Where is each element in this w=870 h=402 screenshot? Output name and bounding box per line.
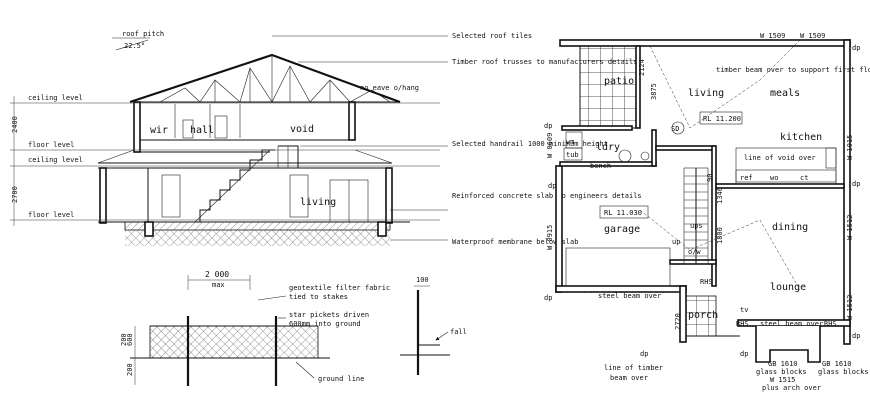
dp-6: dp	[852, 44, 860, 52]
section-callouts: Selected roof tiles Timber roof trusses …	[272, 32, 642, 246]
note-no-eave: no eave o/hang	[360, 84, 419, 92]
fixture-ref: ref	[740, 174, 753, 182]
ground-floor-plan: patio ref wo ct wm tub bench ldry	[544, 32, 870, 392]
dim-1346: 1346	[716, 187, 724, 204]
note-line-timber-1: line of timber	[604, 364, 663, 372]
roof-pitch-tag: roof pitch 22.5°	[112, 30, 164, 51]
fixture-tub: tub	[566, 151, 579, 159]
fence-note-geotextile: geotextile filter fabric	[289, 284, 390, 292]
roof-pitch-value: 22.5°	[124, 42, 145, 50]
fence-note-ground: ground line	[318, 375, 364, 383]
note-timber-beam: timber beam over to support first floor	[716, 66, 870, 74]
note-gb-right-2: glass blocks	[818, 368, 869, 376]
room-label-ldry: ldry	[596, 142, 620, 153]
window-side-w1512a: W 1512	[846, 215, 854, 240]
geotextile-fabric	[149, 325, 319, 359]
level-ceiling-upper: ceiling level	[28, 94, 83, 102]
room-label-patio: patio	[604, 76, 634, 87]
fence-dim-600: 600	[126, 333, 134, 346]
note-line-void: line of void over	[744, 154, 816, 162]
room-label-living: living	[300, 197, 336, 208]
stair	[683, 167, 709, 265]
room-label-wir: wir	[150, 125, 168, 136]
room-label-kitchen: kitchen	[780, 132, 822, 143]
note-roof-tiles: Selected roof tiles	[452, 32, 532, 40]
window-side-w0609: W 0609	[546, 133, 554, 158]
dim-90: 90	[706, 174, 714, 182]
fixture-wo: wo	[770, 174, 778, 182]
dim-2400: 2400	[11, 116, 19, 133]
window-top-1: W 1509	[760, 32, 785, 40]
dp-7: dp	[852, 180, 860, 188]
roof-pitch-label: roof pitch	[122, 30, 164, 38]
dim-2720: 2720	[674, 313, 682, 330]
dp-8: dp	[852, 332, 860, 340]
room-label-hall: hall	[190, 125, 214, 136]
room-label-void: void	[290, 124, 314, 135]
level-ceiling-lower: ceiling level	[28, 156, 83, 164]
note-w1515: W 1515	[770, 376, 795, 384]
note-gb-left-2: glass blocks	[756, 368, 807, 376]
fixture-tv: tv	[740, 306, 748, 314]
dp-1: dp	[544, 122, 552, 130]
room-label-garage: garage	[604, 224, 640, 235]
fence-note-tied: tied to stakes	[289, 293, 348, 301]
room-label-lounge: lounge	[770, 282, 806, 293]
fixture-ct: ct	[800, 174, 808, 182]
fence-dim-100: 100	[416, 276, 429, 284]
dim-3875: 3875	[650, 83, 658, 100]
fixture-ups: ups	[690, 222, 703, 230]
note-gb-left: GB 1610	[768, 360, 798, 368]
note-plus-arch: plus arch over	[762, 384, 821, 392]
rl-garage: RL 11.030	[604, 209, 642, 217]
fixture-wm: wm	[566, 138, 574, 146]
note-gb-right: GB 1610	[822, 360, 852, 368]
rl-upper: RL 11.200	[703, 115, 741, 123]
dim-2700: 2700	[11, 186, 19, 203]
patio-paving	[579, 45, 637, 129]
note-steel-beam-2: steel beam over	[760, 320, 823, 328]
fixture-sd: SD	[671, 125, 679, 133]
dp-5: dp	[740, 350, 748, 358]
dp-2: dp	[548, 182, 556, 190]
window-side-w1512b: W 1512	[846, 295, 854, 320]
fence-width-dim: 2 000	[205, 270, 229, 279]
fence-dim-200b: 200	[126, 363, 134, 376]
note-steel-beam-1: steel beam over	[598, 292, 661, 300]
fixture-rhs-2: RHS	[824, 320, 837, 328]
note-roof-trusses: Timber roof trusses to manufacturers det…	[452, 58, 637, 66]
note-handrail: Selected handrail 1000 minimum height	[452, 140, 608, 148]
room-label-meals: meals	[770, 88, 800, 99]
fixture-up: up	[672, 238, 680, 246]
fixture-bench: bench	[590, 162, 611, 170]
concrete-slab	[124, 221, 391, 231]
fixture-rhs-3: RHS	[700, 278, 713, 286]
window-side-w1015: W 1015	[846, 135, 854, 160]
note-line-timber-2: beam over	[610, 374, 648, 382]
window-top-2: W 1509	[800, 32, 825, 40]
fence-note-pickets: star pickets driven	[289, 311, 369, 319]
note-concrete-slab: Reinforced concrete slab to engineers de…	[452, 192, 642, 200]
fixture-rhs-1: RHS	[736, 320, 749, 328]
fence-note-depth: 600mm into ground	[289, 320, 361, 328]
dp-3: dp	[544, 294, 552, 302]
sediment-fence-detail: 2 000 max geotextile filter fabric tied …	[120, 270, 467, 386]
dim-1800: 1800	[716, 227, 724, 244]
note-waterproof: Waterproof membrane below slab	[452, 238, 578, 246]
level-lines: ceiling level floor level ceiling level …	[10, 94, 440, 226]
room-label-dining: dining	[772, 222, 808, 233]
level-floor-lower: floor level	[28, 211, 74, 219]
fence-fall-label: fall	[450, 328, 467, 336]
dp-4: dp	[640, 350, 648, 358]
room-label-living-plan: living	[688, 88, 724, 99]
window-side-w0915: W 0915	[546, 225, 554, 250]
dim-2124: 2124	[638, 59, 646, 76]
building-section: roof pitch 22.5° wir hall void	[10, 30, 642, 246]
fence-dim-200a: 200	[120, 333, 128, 346]
room-label-porch: porch	[688, 310, 718, 321]
fixture-ow: o/w	[688, 248, 701, 256]
level-floor-upper: floor level	[28, 141, 74, 149]
fence-width-sub: max	[212, 281, 225, 289]
